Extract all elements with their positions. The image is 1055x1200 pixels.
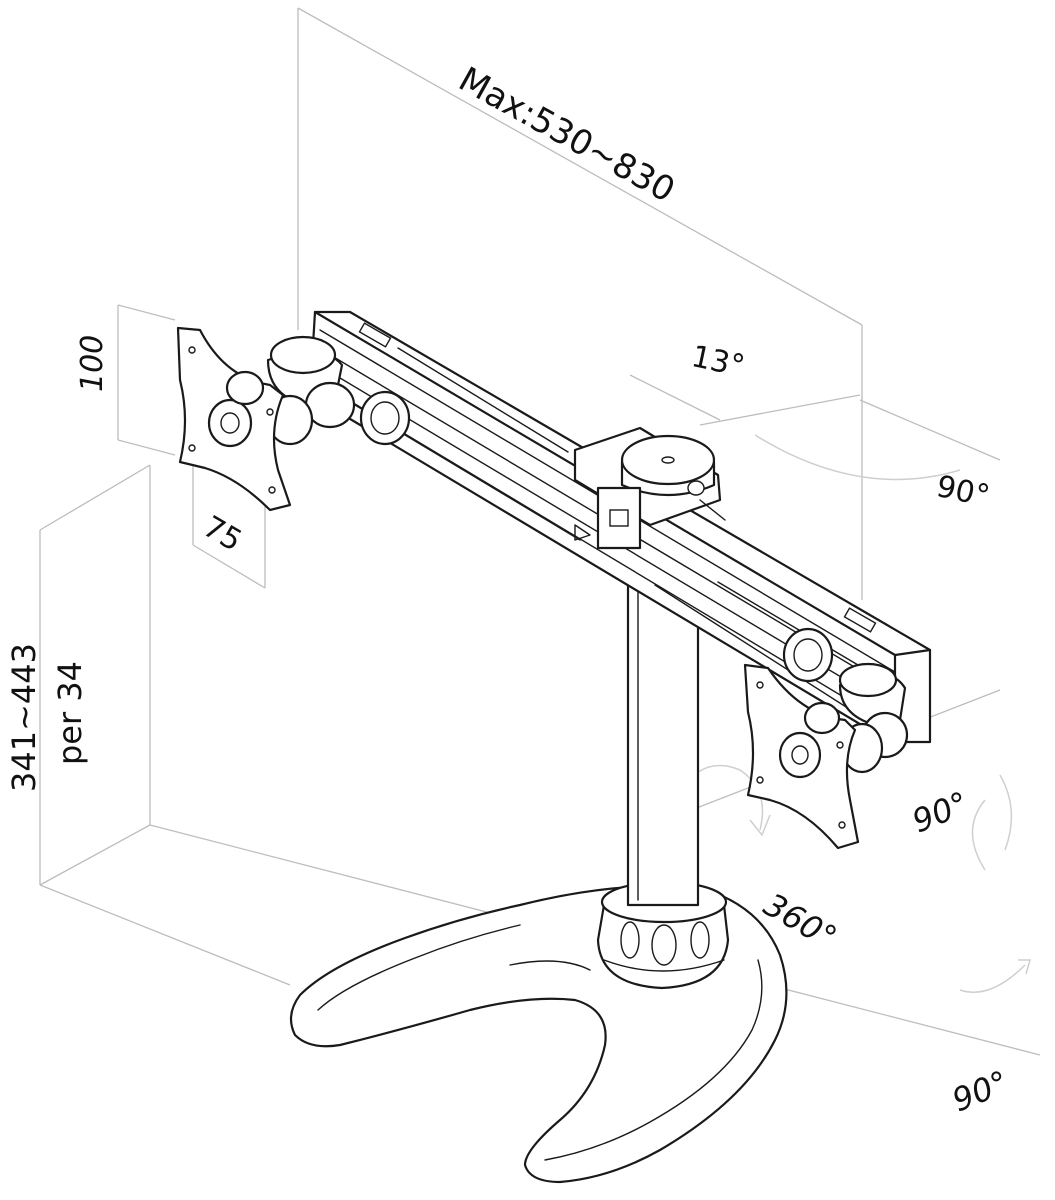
vesa-height-label: 100 [75,334,110,392]
height-step-label: per 34 [51,660,89,765]
right-vesa-plate [743,663,860,850]
right-arm-joint [782,627,909,774]
height-range-label: 341~443 [5,643,43,792]
center-hub [573,426,726,550]
rotation-arrow-ghosts [679,434,1031,993]
left-arm-joint [266,335,411,446]
left-vesa-plate [176,326,292,512]
